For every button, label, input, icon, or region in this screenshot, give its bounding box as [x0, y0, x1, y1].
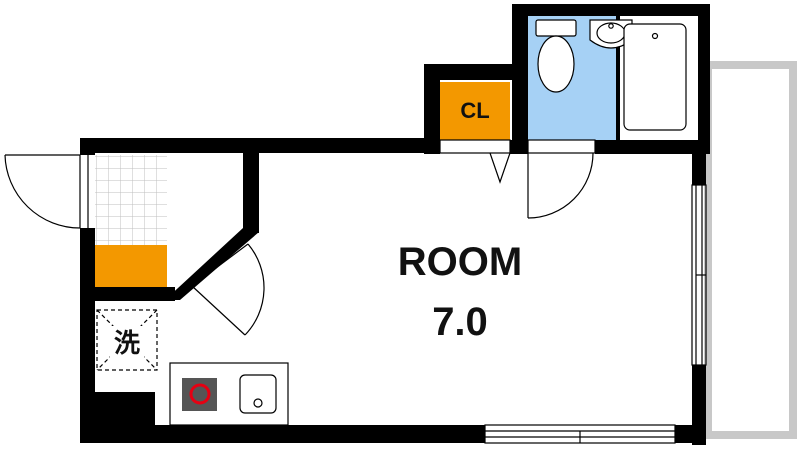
washer-label-bg: [110, 326, 144, 358]
closet-area: [440, 82, 510, 140]
right-window-icon: [691, 184, 707, 366]
shoe-storage: [95, 245, 167, 287]
toilet-icon: [535, 19, 577, 93]
closet-door-icon: [439, 139, 511, 184]
diagonal-partition: [165, 228, 259, 300]
bathroom-door-icon: [527, 139, 596, 219]
bathtub-icon: [623, 23, 687, 131]
entry-door-icon: [4, 154, 89, 229]
room-label: ROOM: [398, 240, 522, 284]
walls: [80, 4, 710, 445]
sink-icon: [239, 374, 277, 414]
interior-door-icon: [187, 236, 265, 336]
closet-label: CL: [460, 98, 489, 123]
entrance-tile: [95, 155, 167, 245]
bottom-window-icon: [484, 424, 676, 444]
stove-icon: [182, 378, 217, 411]
washer-label: 洗: [114, 329, 140, 359]
balcony: [704, 61, 797, 439]
room-size: 7.0: [432, 300, 488, 344]
